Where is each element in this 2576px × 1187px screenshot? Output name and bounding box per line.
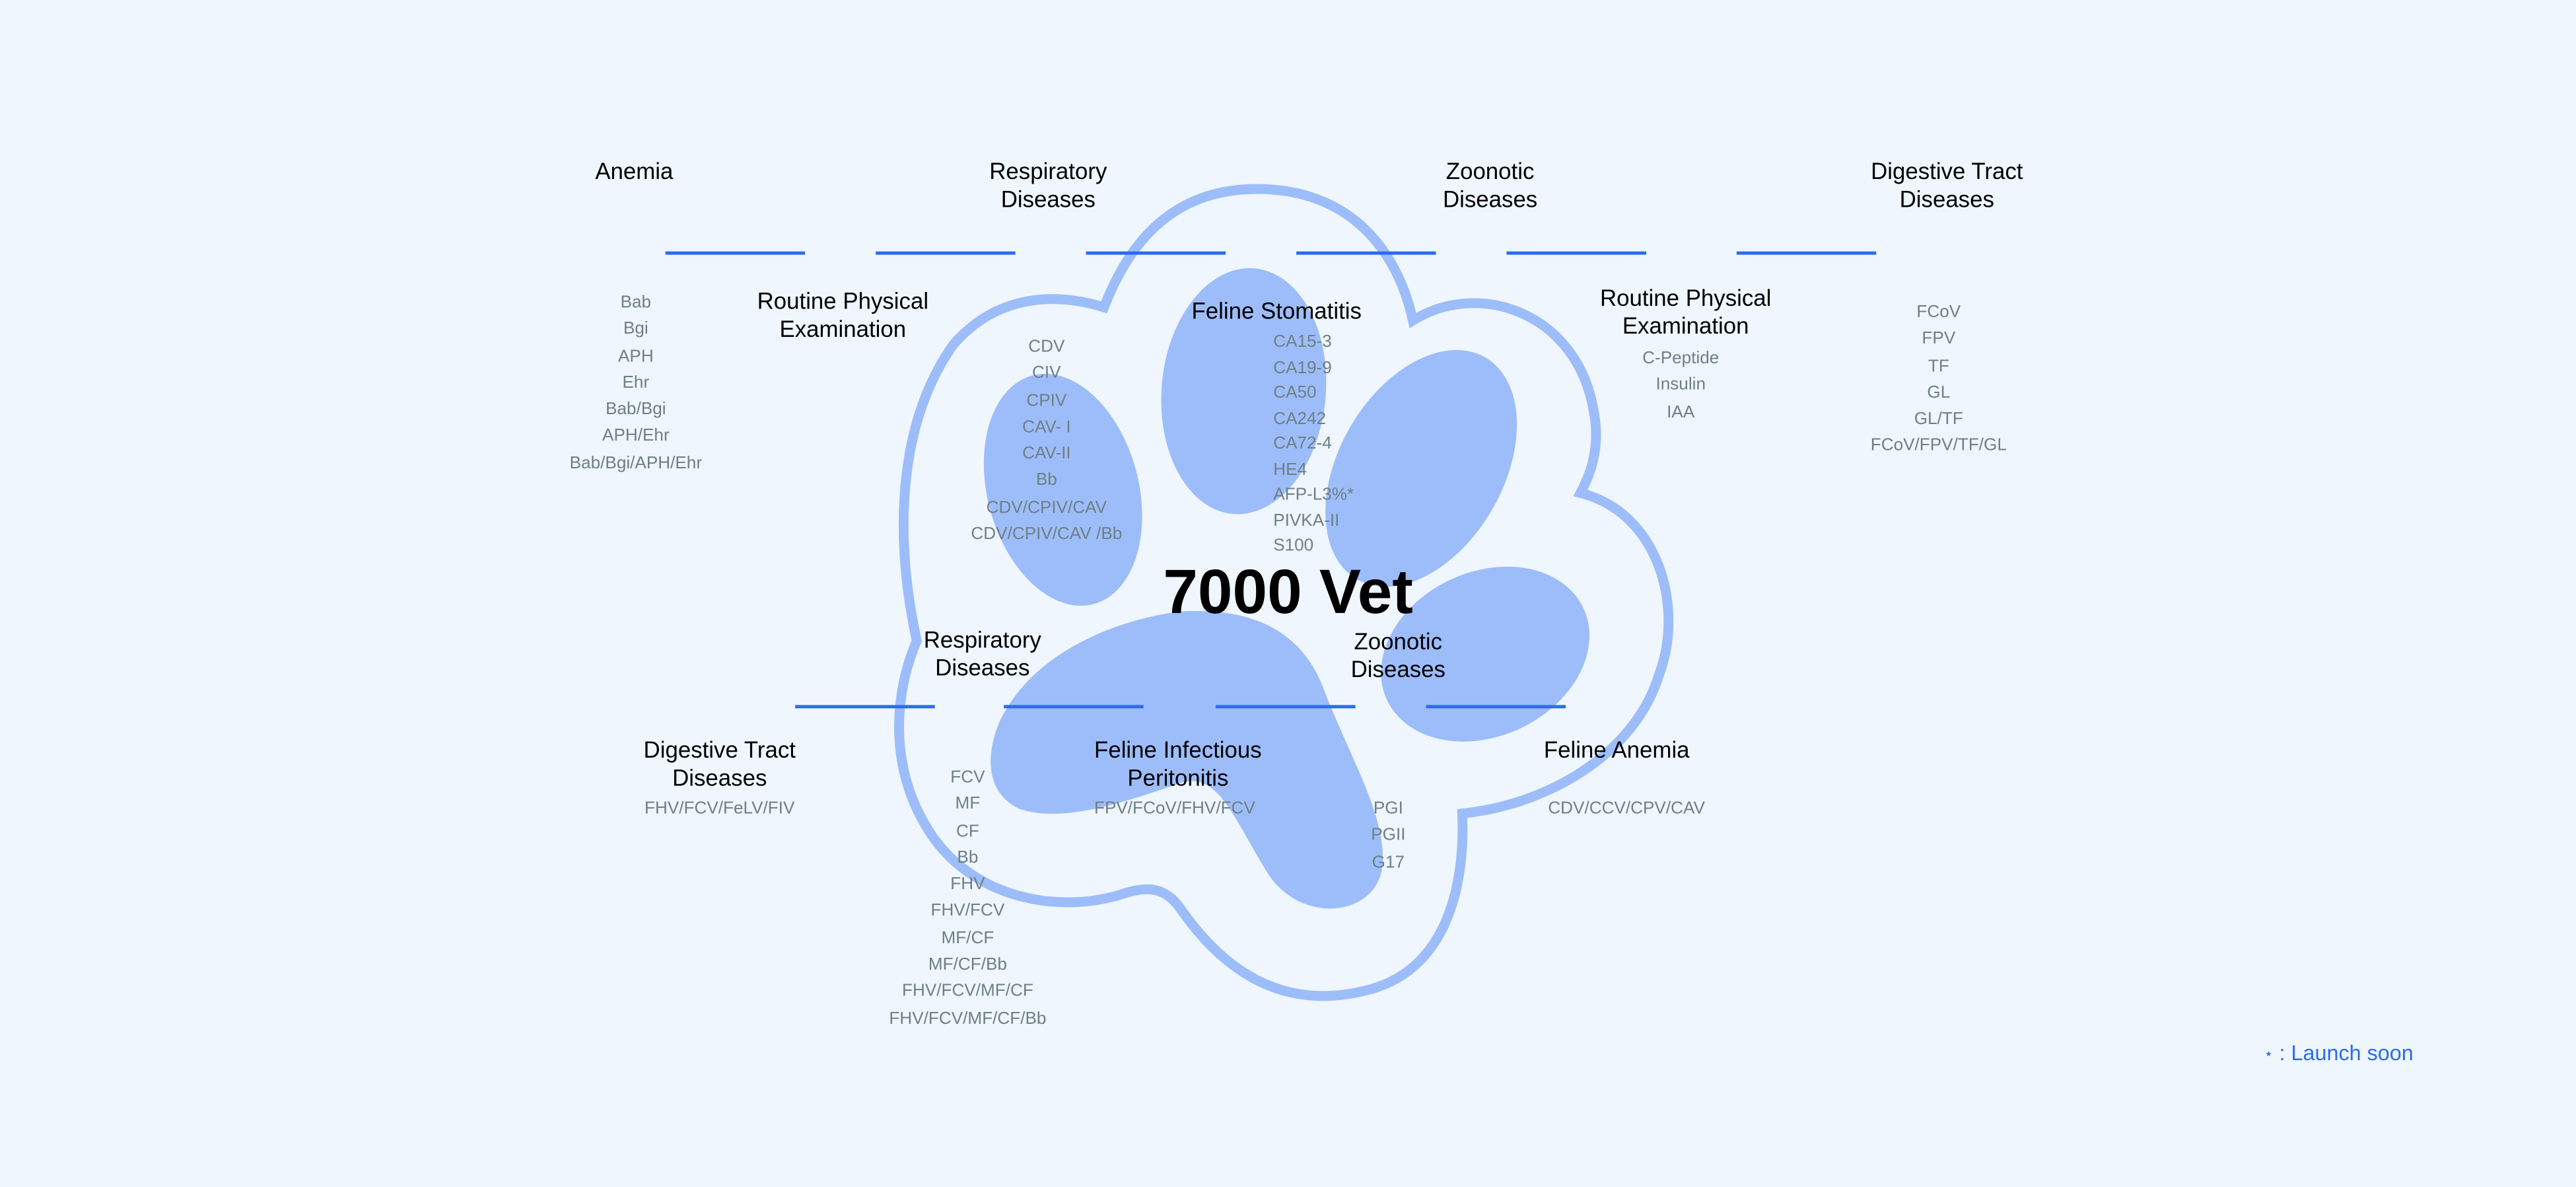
paw-toe-3 [1325,349,1517,587]
list-item: CIV [1032,363,1061,384]
list-item: C-Peptide [1642,348,1720,369]
list-item: APH/Ehr [602,426,670,447]
category-title: Zoonotic Diseases [1350,628,1445,682]
list-item: CA242 [1273,408,1327,429]
divider-line [665,251,806,255]
legend: ⋆ : Launch soon [2264,1040,2413,1065]
category-title: Anemia [595,157,674,184]
list-item: CAV-II [1022,444,1071,464]
list-item: FCV [950,767,985,787]
list-item: FPV [1922,329,1956,349]
list-item: FCoV [1916,302,1961,322]
divider-line [876,251,1016,255]
paw-toe-2 [1161,268,1327,515]
category-title: Digestive Tract Diseases [643,736,796,790]
divider-line [1506,251,1646,255]
list-item: CA72-4 [1273,433,1332,454]
list-item: PGII [1371,825,1406,845]
list-item: Bb [1035,470,1057,491]
paw-pad [991,611,1383,909]
list-item: MF/CF/Bb [928,954,1007,975]
list-item: FHV/FCV/MF/CF/Bb [889,1008,1047,1028]
list-item: TF [1928,355,1949,376]
list-item: CA19-9 [1273,357,1332,377]
divider-line [1736,251,1877,255]
list-item: CA15-3 [1273,332,1332,352]
list-item: FHV/FCV/MF/CF [902,982,1033,1002]
list-item: PGI [1373,799,1403,819]
paw-toe-4 [1381,566,1589,742]
list-item: CDV/CCV/CPV/CAV [1548,799,1705,819]
list-item: MF/CF [941,928,994,949]
category-title: Feline Stomatitis [1191,297,1362,324]
list-item: FCoV/FPV/TF/GL [1870,436,2007,456]
list-item: Insulin [1655,375,1706,395]
paw-toe-1 [983,373,1142,606]
list-item: CDV/CPIV/CAV [986,497,1107,518]
brand-title: 7000 Vet [1163,558,1413,628]
list-item: FHV [950,875,985,894]
category-title: Routine Physical Examination [757,287,929,342]
divider-line [1296,251,1436,255]
list-item: AFP-L3%* [1273,484,1354,505]
list-item: Bgi [623,319,648,340]
list-item: CDV/CPIV/CAV /Bb [971,524,1123,544]
category-title: Routine Physical Examination [1599,284,1772,338]
list-item: CAV- I [1022,417,1071,437]
divider-line [1426,705,1566,709]
list-item: FHV/FCV/FeLV/FIV [644,799,795,819]
list-item: Bb [957,847,979,868]
list-item: APH [617,345,654,366]
list-item: GL [1927,382,1951,403]
list-item: GL/TF [1914,409,1963,429]
category-title: Feline Anemia [1543,736,1690,763]
list-item: Bab/Bgi/APH/Ehr [569,453,703,473]
list-item: FPV/FCoV/FHV/FCV [1094,799,1255,819]
list-item: CF [956,820,979,841]
list-item: PIVKA-II [1273,510,1340,530]
test-list: PGI PGII G17 [1371,795,1405,876]
list-item: S100 [1273,536,1314,556]
list-item: CA50 [1273,382,1317,403]
test-list: FCoV FPV TF GL GL/TF FCoV/FPV/TF/GL [1871,299,2007,460]
test-list: FHV/FCV/FeLV/FIV [644,795,794,822]
legend-text: : Launch soon [2279,1040,2414,1065]
list-item: IAA [1667,402,1695,422]
category-title: Digestive Tract Diseases [1871,157,2023,211]
category-title: Respiratory Diseases [923,626,1041,680]
list-item: Bab/Bgi [606,400,666,419]
list-item: Bab [620,292,652,312]
list-item: FHV/FCV [930,901,1005,921]
divider-line [1216,705,1356,709]
paw-outline [894,184,1674,1001]
category-title: Respiratory Diseases [989,157,1107,211]
star-icon: ⋆ [2264,1045,2274,1062]
divider-line [1004,705,1144,709]
list-item: CDV [1028,337,1065,357]
list-item: HE4 [1273,459,1307,480]
list-item: Ehr [622,373,650,393]
test-list: FPV/FCoV/FHV/FCV [1094,795,1255,822]
divider-line [1086,251,1226,255]
divider-line [795,705,935,709]
category-title: Feline Infectious Peritonitis [1094,736,1262,790]
list-item: CPIV [1026,390,1067,410]
category-title: Zoonotic Diseases [1442,157,1538,211]
test-list: CDV/CCV/CPV/CAV [1548,795,1705,822]
list-item: G17 [1372,852,1405,873]
list-item: MF [955,794,981,814]
